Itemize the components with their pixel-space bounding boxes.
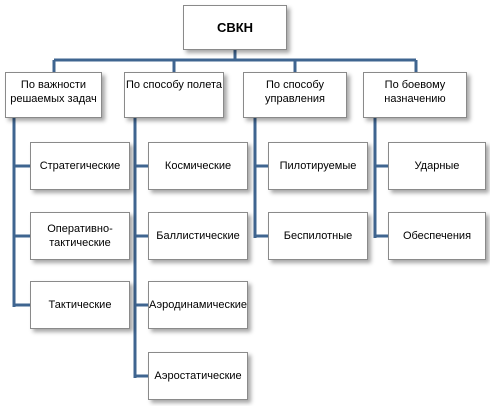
node-space: Космические: [148, 142, 248, 190]
category-combat-purpose: По боевому назначению: [363, 72, 467, 118]
category-importance: По важности решаемых задач: [5, 72, 102, 118]
node-unmanned: Беспилотные: [268, 212, 368, 260]
node-strike: Ударные: [388, 142, 486, 190]
node-ballistic: Баллистические: [148, 212, 248, 260]
node-strategic: Стратегические: [30, 142, 130, 190]
root-node: СВКН: [183, 5, 287, 50]
node-support: Обеспечения: [388, 212, 486, 260]
node-piloted: Пилотируемые: [268, 142, 368, 190]
node-operational-tactical: Оперативно-тактические: [30, 212, 130, 260]
category-control-method: По способу управления: [243, 72, 347, 118]
node-aerodynamic: Аэродинамические: [148, 281, 248, 329]
node-tactical: Тактические: [30, 281, 130, 329]
node-aerostatic: Аэростатические: [148, 352, 248, 400]
category-flight-method: По способу полета: [124, 72, 224, 118]
